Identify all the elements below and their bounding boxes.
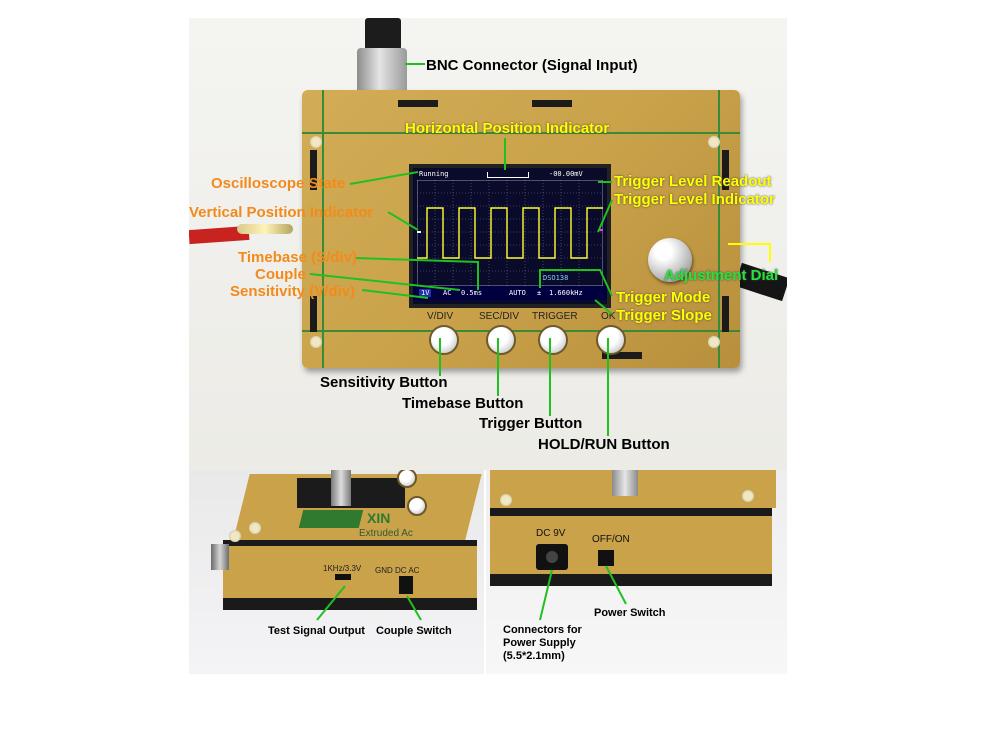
label-power-connector: Connectors for Power Supply (5.5*2.1mm) [503,624,582,662]
bottom-left-photo: XIN Extruded Ac 1KHz/3.3V GND DC AC [189,470,484,674]
label-power-switch: Power Switch [594,607,666,619]
screen-slope: ± [537,289,542,297]
ok-button[interactable] [596,325,626,355]
screen-sensitivity: 1V [419,289,432,297]
panel-text-2: GND DC AC [375,566,420,575]
label-sensitivity: Sensitivity (V/div) [230,283,356,300]
waveform-grid [417,180,603,286]
bottom-right-photo: DC 9V OFF/ON [486,470,787,674]
label-trigger-level-readout: Trigger Level Readout [614,173,772,190]
adjustment-dial[interactable] [648,238,692,282]
dc-label: DC 9V [536,528,566,539]
label-horizontal-position: Horizontal Position Indicator [405,120,610,137]
callout-lines-top [309,63,771,436]
label-bnc-connector: BNC Connector (Signal Input) [426,57,638,74]
screen-couple: AC [443,289,452,297]
case-bottom-plate-r [490,574,772,586]
label-trigger-slope: Trigger Slope [616,307,712,324]
test-signal-port[interactable] [335,574,351,580]
device-button-label-ok: OK [601,311,616,322]
board-brand: XIN [367,510,391,526]
switch-label: OFF/ON [592,534,630,545]
label-sensitivity-button: Sensitivity Button [320,374,448,391]
horizontal-position-bar [487,172,529,178]
device-button-label-secdiv: SEC/DIV [479,311,520,322]
device-board [302,90,740,368]
label-oscilloscope-state: Oscilloscope State [211,175,346,192]
screen-state: Running [419,170,449,178]
label-test-signal-output: Test Signal Output [268,625,365,637]
trigger-button[interactable] [538,325,568,355]
label-hold-run-button: HOLD/RUN Button [538,436,670,453]
label-timebase: Timebase (S/div) [238,249,357,266]
label-timebase-button: Timebase Button [402,395,524,412]
label-couple-switch: Couple Switch [376,625,452,637]
label-trigger-mode: Trigger Mode [616,289,711,306]
power-switch[interactable] [598,550,614,566]
callout-lines-bottom-right [539,565,627,621]
vdiv-button[interactable] [429,325,459,355]
case-screen-dark [297,478,405,508]
top-photo: Running -00.00mV [189,18,787,470]
bnc-post [331,470,351,506]
device-button-label-vdiv: V/DIV [427,311,454,322]
callout-lines-bottom-left [316,585,422,621]
secdiv-button[interactable] [486,325,516,355]
couple-switch[interactable] [399,576,413,594]
bnc-connector-body [357,48,407,96]
screen-model: DSO138 [543,274,569,282]
screen-trigger-level: -00.00mV [549,170,583,178]
dc-jack[interactable] [536,544,568,570]
bnc-cable [365,18,401,50]
device-button-label-trigger: TRIGGER [532,311,578,322]
board-sub: Extruded Ac [359,528,413,539]
probe-clip [237,224,293,234]
screen-frequency: 1.660kHz [549,289,583,297]
label-trigger-level-indicator: Trigger Level Indicator [614,191,775,208]
lcd-screen: Running -00.00mV [409,164,611,308]
label-couple: Couple [255,266,306,283]
screen-mode: AUTO [509,289,526,297]
screen-timebase: 0.5ms [461,289,483,297]
label-vertical-position: Vertical Position Indicator [189,204,374,221]
label-adjustment-dial: Adjustment Dial [664,267,779,284]
panel-text-1: 1KHz/3.3V [323,564,362,573]
square-waveform [417,207,603,259]
knob-post [612,470,638,496]
side-bnc [211,544,229,570]
label-trigger-button: Trigger Button [479,415,583,432]
